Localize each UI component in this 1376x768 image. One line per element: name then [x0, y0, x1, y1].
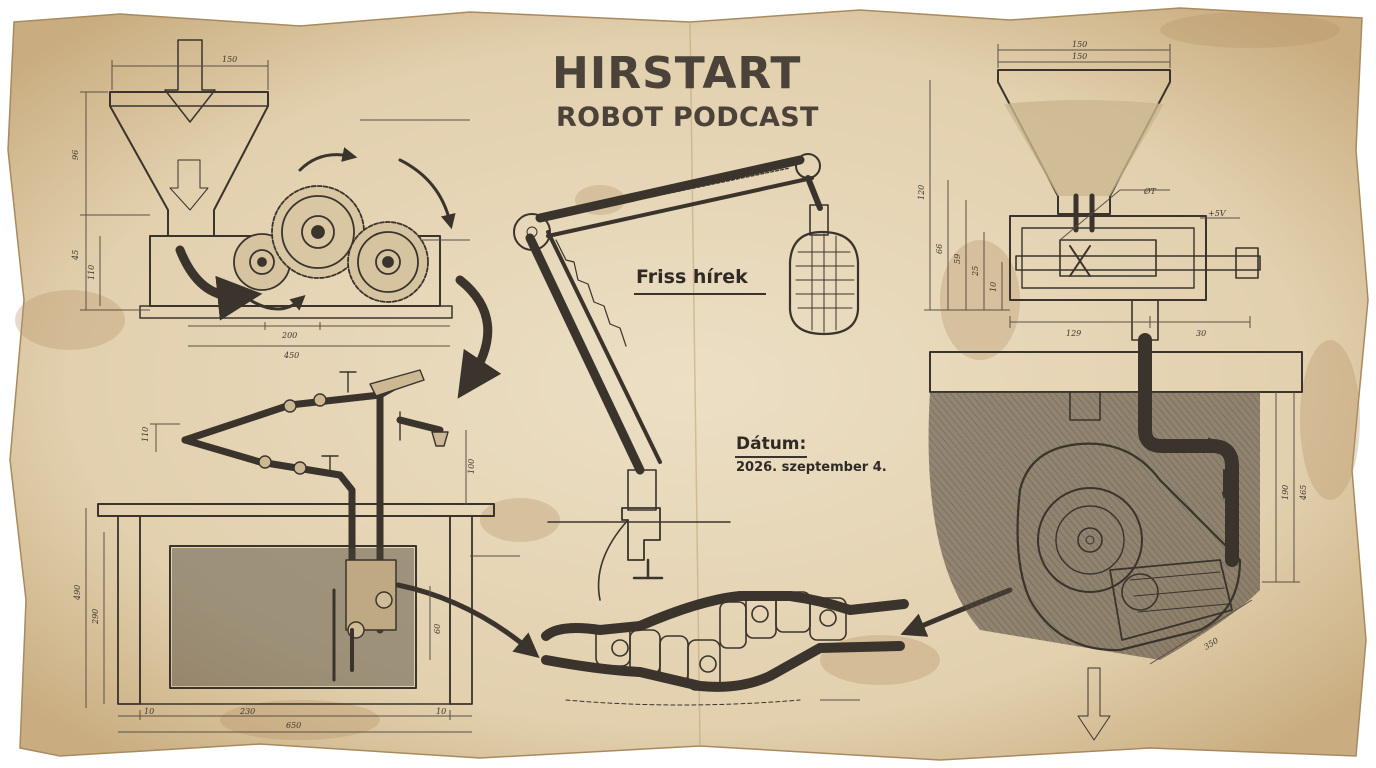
date-label: Dátum: [736, 434, 807, 454]
dim-tank-height: 290 [91, 609, 100, 625]
dim-right-25: 25 [971, 266, 980, 277]
dim-tank-margin-left: 10 [144, 707, 154, 716]
news-label: Friss hírek [636, 266, 748, 288]
news-underline [634, 293, 766, 295]
dim-right-59: 59 [953, 254, 962, 264]
dim-tank-width: 230 [239, 707, 255, 716]
podcast-title: HIRSTART [552, 48, 802, 99]
dim-right-span-30: 30 [1196, 329, 1206, 338]
dim-hopper-width: 150 [222, 55, 237, 64]
date-value: 2026. szeptember 4. [736, 460, 887, 475]
dim-tank-inner: 60 [433, 624, 442, 634]
dim-base-width: 450 [283, 351, 299, 360]
dim-right-pump-h2: 465 [1299, 485, 1308, 501]
dim-right-66: 66 [935, 244, 944, 254]
dim-right-total: 120 [917, 185, 926, 200]
paper-fold [689, 21, 701, 747]
podcast-subtitle: ROBOT PODCAST [556, 102, 819, 133]
dim-gear-span: 200 [281, 331, 297, 340]
dim-tank-margin-right: 10 [436, 707, 446, 716]
date-underline [735, 456, 807, 458]
dim-right-top-1: 150 [1072, 40, 1087, 49]
dim-right-voltage: +5V [1208, 209, 1227, 218]
robot-handshake [541, 587, 1013, 706]
dim-pipe-left: 110 [141, 427, 150, 442]
dim-right-pump-h1: 190 [1281, 485, 1290, 500]
dim-table-height: 490 [73, 585, 82, 601]
dim-right-10: 10 [989, 282, 998, 292]
dim-base-inner: 110 [87, 265, 96, 280]
dim-base-height: 45 [71, 250, 80, 261]
hopper-gearbox-drawing: 150 96 45 110 200 450 [71, 39, 502, 399]
dim-right-top-2: 150 [1072, 52, 1087, 61]
dim-right-span-129: 129 [1066, 329, 1081, 338]
dim-right-diameter: ØT [1143, 187, 1157, 196]
right-pump-drawing: 150 150 120 66 59 25 10 ØT +5V 129 30 19… [917, 40, 1308, 741]
microphone-boom-arm [513, 153, 860, 601]
dim-pipe-right: 100 [467, 459, 476, 474]
pipe-tank-drawing: 110 100 490 290 60 10 230 10 650 [73, 369, 540, 733]
dim-hopper-height: 96 [71, 150, 80, 160]
paper-stains [15, 12, 1360, 740]
dim-table-width: 650 [286, 721, 301, 730]
